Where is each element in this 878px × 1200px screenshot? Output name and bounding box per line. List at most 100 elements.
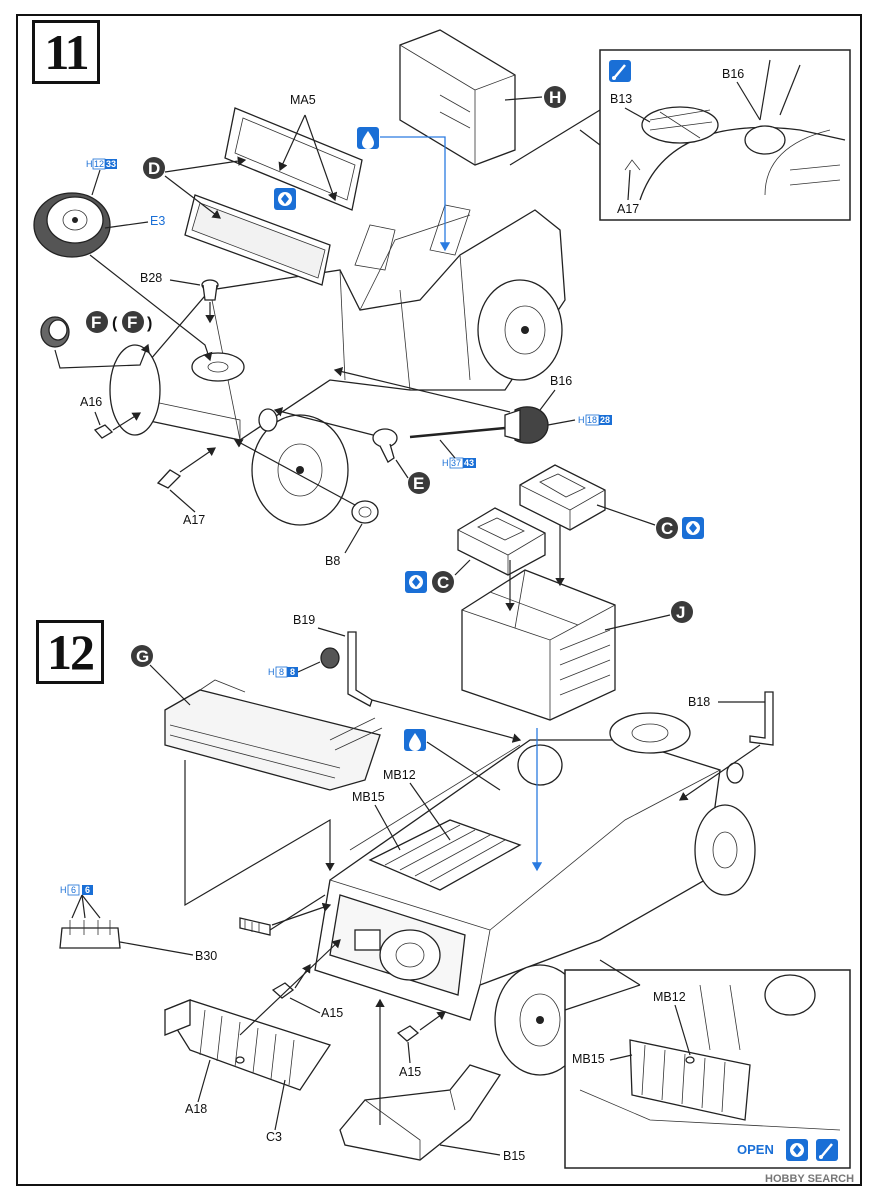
part-b16-antenna (409, 406, 549, 444)
label-c3: C3 (266, 1130, 282, 1144)
sprue-d-marker (143, 157, 165, 179)
spare-tire-e3 (33, 192, 111, 258)
glue-icon-c-left (405, 571, 427, 593)
label-mb12: MB12 (383, 768, 416, 782)
label-b16: B16 (550, 374, 572, 388)
svg-text:H: H (60, 885, 67, 895)
ref-h-6-6: H 6 6 (60, 884, 93, 896)
svg-text:): ) (147, 315, 152, 332)
ref-h-18-28: H 18 28 (578, 414, 612, 426)
glue-icon-c-right (682, 517, 704, 539)
svg-text:8: 8 (290, 667, 295, 677)
sprue-h-letter: H (549, 88, 561, 107)
part-lamp-f (40, 316, 70, 348)
jerry-can-c-right (519, 464, 606, 531)
part-b28 (201, 279, 219, 301)
svg-text:37: 37 (451, 458, 461, 468)
part-a17 (156, 469, 182, 489)
part-a16 (93, 424, 114, 439)
kubelwagen-body-step11 (109, 204, 566, 526)
sprue-e-marker (408, 472, 430, 494)
svg-text:18: 18 (587, 415, 597, 425)
sprue-f-letter: F (91, 313, 101, 332)
label-ma5: MA5 (290, 93, 316, 107)
sprue-e-letter: E (413, 474, 424, 493)
kubelwagen-body-step12 (314, 712, 756, 1076)
ref-h-12-33: H 12 33 (86, 158, 117, 170)
crate-j (461, 569, 616, 721)
watermark: HOBBY SEARCH (765, 1173, 854, 1185)
detail-callout-b13 (509, 49, 851, 221)
folded-top-g (164, 679, 383, 791)
windshield-frame-front (184, 194, 331, 286)
detail-paint-icon-open (816, 1139, 838, 1161)
step-12-number: 12 (36, 620, 104, 684)
sprue-f-paren-letter: F (127, 313, 137, 332)
label-b28: B28 (140, 271, 162, 285)
label-b8: B8 (325, 554, 340, 568)
paint-drop-icon (357, 127, 379, 149)
detail-paint-icon (609, 60, 631, 82)
svg-text:12: 12 (94, 159, 104, 169)
sprue-c-right-marker (656, 517, 678, 539)
sprue-c-right-letter: C (661, 519, 673, 538)
label-open: OPEN (737, 1142, 774, 1157)
glue-icon (274, 188, 296, 210)
part-horn-e (372, 428, 398, 463)
label-b18: B18 (688, 695, 710, 709)
svg-text:H: H (442, 458, 449, 468)
sprue-c-left-letter: C (437, 573, 449, 592)
sprue-f-paren-marker (122, 311, 144, 333)
svg-text:H: H (268, 667, 275, 677)
paint-drop-icon-step12 (404, 729, 426, 751)
glue-icon-open (786, 1139, 808, 1161)
svg-text:28: 28 (600, 415, 610, 425)
label-a17: A17 (183, 513, 205, 527)
label-a15-b: A15 (399, 1065, 421, 1079)
svg-text:8: 8 (279, 667, 284, 677)
ref-h-37-43: H 37 43 (442, 457, 476, 469)
ref-h-8-8: H 8 8 (268, 666, 298, 678)
part-b30-sprue-detail (59, 894, 121, 949)
label-a17-detail: A17 (617, 202, 639, 216)
underpan-b15 (339, 1064, 502, 1161)
part-b18 (749, 691, 774, 746)
sprue-f-marker (86, 311, 108, 333)
label-mb15: MB15 (352, 790, 385, 804)
svg-text:43: 43 (464, 458, 474, 468)
sprue-d-letter: D (148, 159, 160, 178)
label-mb15-detail: MB15 (572, 1052, 605, 1066)
part-a15-left (271, 982, 295, 999)
label-b15: B15 (503, 1149, 525, 1163)
part-b30 (239, 917, 271, 936)
sprue-c-left-marker (432, 571, 454, 593)
part-b8 (351, 500, 379, 524)
step-11-number: 11 (32, 20, 100, 84)
label-b16-detail: B16 (722, 67, 744, 81)
label-b30: B30 (195, 949, 217, 963)
jerry-can-c-left (457, 507, 546, 576)
label-mb12-detail: MB12 (653, 990, 686, 1004)
label-b19: B19 (293, 613, 315, 627)
svg-text:H: H (578, 415, 585, 425)
part-b19 (320, 631, 373, 707)
label-a18: A18 (185, 1102, 207, 1116)
label-e3: E3 (150, 214, 165, 228)
sprue-j-marker (671, 601, 693, 623)
sprue-h-marker (544, 86, 566, 108)
label-b13: B13 (610, 92, 632, 106)
instruction-sheet-frame (16, 14, 862, 1186)
sprue-j-letter: J (676, 603, 685, 622)
storage-box-h (399, 29, 516, 166)
svg-text:6: 6 (71, 885, 76, 895)
svg-text:H: H (86, 159, 93, 169)
label-a15-a: A15 (321, 1006, 343, 1020)
sprue-g-letter: G (136, 647, 149, 666)
detail-callout-open (564, 959, 851, 1169)
svg-text:6: 6 (85, 885, 90, 895)
sprue-g-marker (131, 645, 153, 667)
part-a15-right (396, 1025, 420, 1042)
svg-text:33: 33 (106, 159, 116, 169)
engine-lid-a18-c3 (164, 999, 332, 1091)
